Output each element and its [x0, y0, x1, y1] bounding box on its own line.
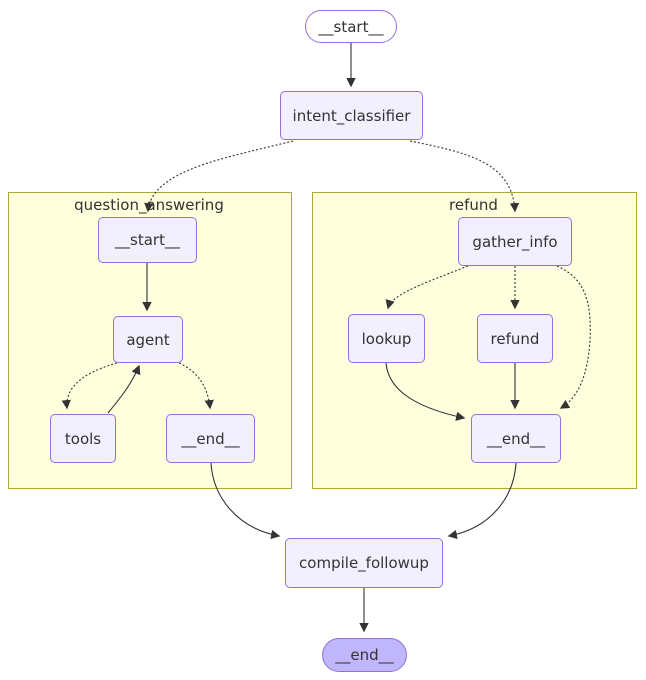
node-tools-label: tools: [64, 429, 102, 448]
node-refund-label: refund: [490, 329, 540, 348]
node-gather-info-label: gather_info: [472, 232, 558, 251]
node-refund-end: __end__: [471, 414, 561, 463]
node-agent-label: agent: [126, 330, 170, 349]
edge-gather-info-to-refund-end: [556, 265, 591, 409]
edge-gather-info-to-lookup: [385, 265, 469, 310]
node-start-label: __start__: [318, 17, 384, 36]
edge-refund-end-to-compile-followup: [447, 462, 517, 540]
node-qa-start: __start__: [98, 217, 197, 263]
node-qa-end-label: __end__: [181, 429, 240, 448]
edge-tools-to-agent: [107, 364, 141, 414]
edge-intent-classifier-to-qa-start: [144, 140, 294, 213]
node-lookup: lookup: [348, 314, 425, 363]
node-compile-followup-label: compile_followup: [299, 554, 429, 572]
node-intent-classifier-label: intent_classifier: [292, 106, 411, 125]
node-compile-followup: compile_followup: [285, 538, 443, 588]
node-refund: refund: [477, 314, 553, 363]
node-tools: tools: [50, 414, 116, 463]
node-gather-info: gather_info: [458, 217, 572, 266]
node-qa-end: __end__: [166, 414, 255, 463]
node-lookup-label: lookup: [361, 329, 412, 348]
cluster-title-refund: refund: [449, 196, 498, 214]
edge-lookup-to-refund-end: [385, 362, 466, 421]
cluster-title-question-answering: question_answering: [74, 196, 224, 214]
node-end: __end__: [322, 638, 407, 672]
edge-intent-classifier-to-gather-info: [409, 140, 520, 213]
node-refund-end-label: __end__: [486, 429, 546, 448]
node-qa-start-label: __start__: [115, 231, 180, 249]
node-agent: agent: [113, 316, 183, 363]
node-end-label: __end__: [335, 646, 394, 664]
edge-qa-end-to-compile-followup: [210, 462, 281, 540]
node-start: __start__: [305, 10, 397, 43]
node-intent-classifier: intent_classifier: [280, 91, 423, 140]
edge-agent-to-tools: [61, 362, 118, 410]
edge-agent-to-qa-end: [178, 362, 214, 410]
